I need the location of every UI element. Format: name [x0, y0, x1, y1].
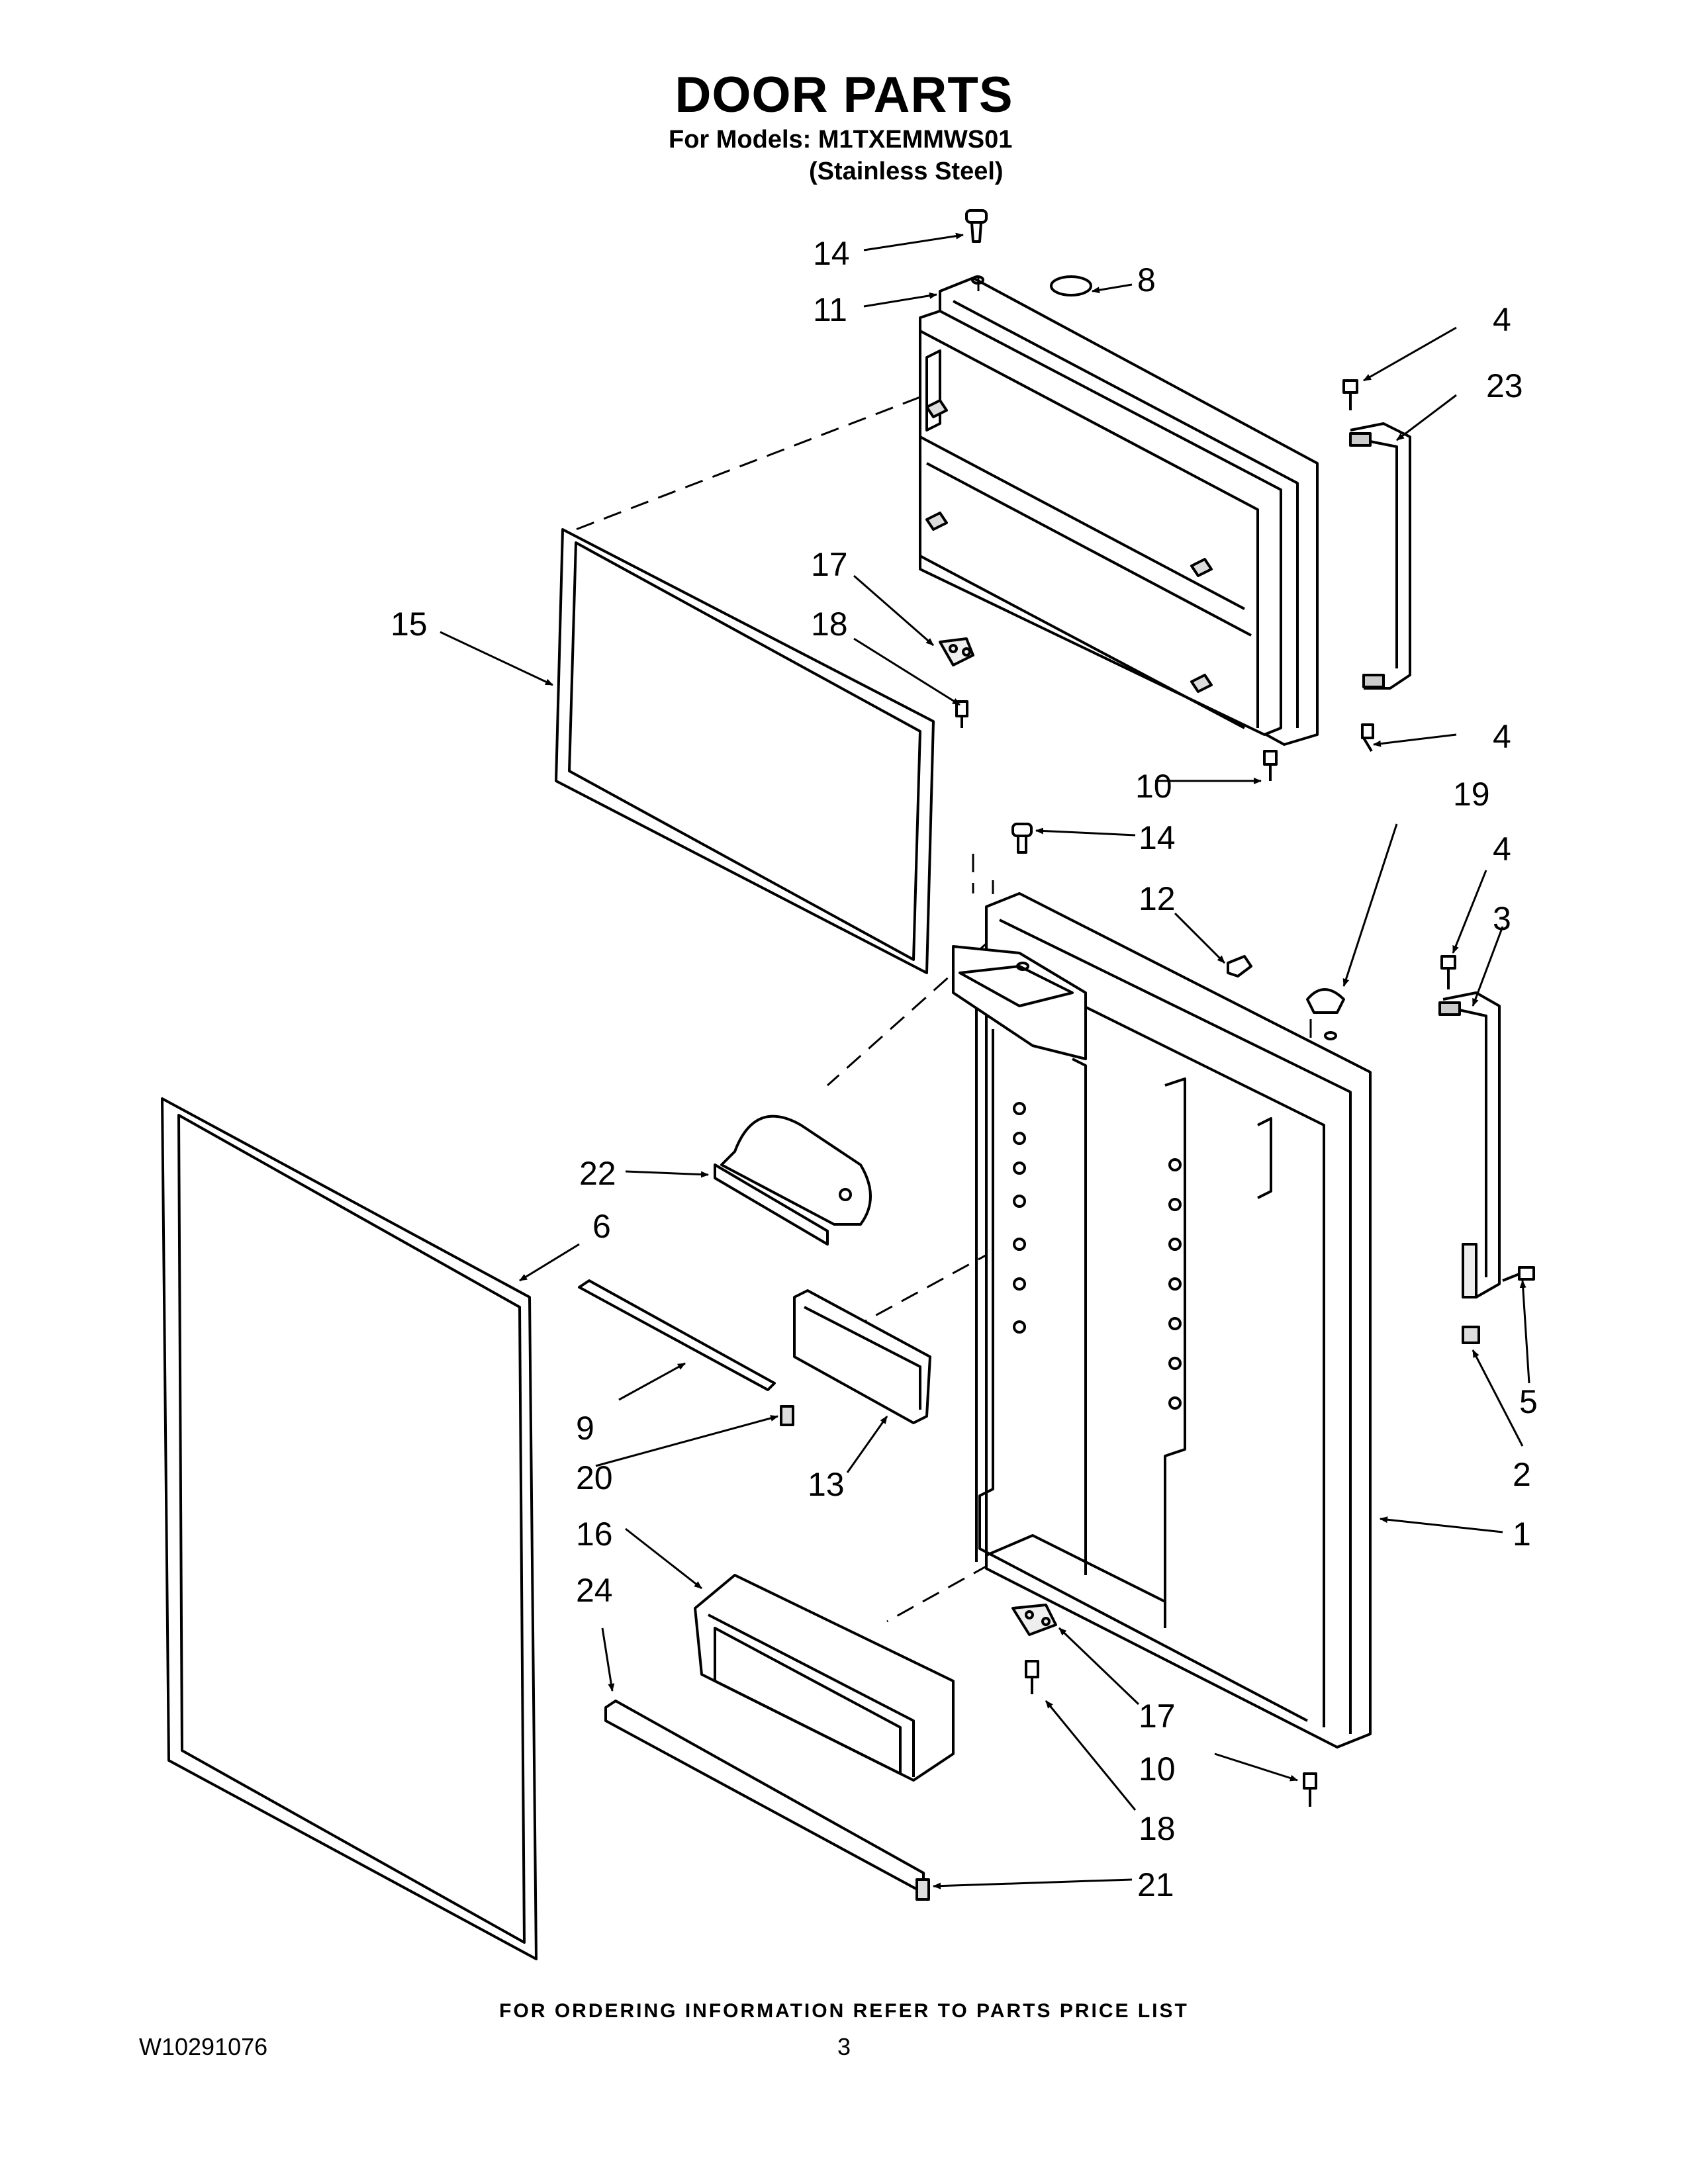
document-number: W10291076 [139, 2033, 268, 2060]
screw-part-5 [1502, 1266, 1535, 1282]
callout-16: 16 [576, 1516, 613, 1553]
callout-9: 9 [576, 1410, 594, 1447]
hinge-part-17b [1011, 1604, 1057, 1636]
screw-18a [955, 700, 968, 728]
screw-4c [1440, 955, 1456, 989]
callout-2: 2 [1513, 1456, 1531, 1493]
callout-3: 3 [1493, 900, 1511, 937]
callout-4c: 4 [1493, 831, 1511, 868]
models-line: For Models: M1TXEMMWS01 [669, 126, 1013, 154]
door-bin-part-16 [694, 1574, 955, 1782]
cap-part-14b [1011, 823, 1033, 854]
callout-18b: 18 [1139, 1810, 1176, 1847]
clip-part-21 [915, 1878, 930, 1901]
callout-14a: 14 [813, 235, 850, 272]
callout-1: 1 [1513, 1516, 1531, 1553]
finish-line: (Stainless Steel) [809, 158, 1004, 185]
callout-17a: 17 [811, 546, 848, 583]
callout-12: 12 [1139, 880, 1176, 917]
freezer-handle-part-23 [1349, 422, 1411, 690]
screw-18b [1025, 1660, 1039, 1694]
screw-10a [1263, 750, 1278, 781]
block-part-2 [1462, 1326, 1480, 1344]
clip-part-20 [780, 1405, 794, 1426]
fresh-food-gasket-part-6 [161, 1097, 538, 1960]
callout-19: 19 [1453, 776, 1490, 813]
callout-13: 13 [808, 1466, 845, 1503]
trim-part-9 [578, 1279, 776, 1391]
door-rail-part-13 [793, 1289, 931, 1424]
fresh-food-door-part-1 [952, 892, 1372, 1749]
callout-8: 8 [1137, 261, 1156, 298]
page-title: DOOR PARTS [675, 67, 1013, 123]
freezer-gasket-part-15 [555, 528, 935, 974]
callout-24: 24 [576, 1572, 613, 1609]
callout-6: 6 [592, 1208, 611, 1245]
dairy-door-part-22 [714, 1115, 872, 1246]
callout-4a: 4 [1493, 301, 1511, 338]
screw-10b [1303, 1772, 1317, 1807]
callout-21: 21 [1137, 1866, 1174, 1903]
dash-line-1 [575, 396, 921, 531]
callout-10a: 10 [1135, 768, 1172, 805]
callout-5: 5 [1519, 1383, 1538, 1420]
callout-18a: 18 [811, 606, 848, 643]
callout-11: 11 [813, 291, 847, 328]
callout-17b: 17 [1139, 1698, 1176, 1735]
callout-15: 15 [391, 606, 428, 643]
callout-20: 20 [576, 1459, 613, 1496]
plug-part-19 [1306, 988, 1345, 1014]
freezer-door-part-11 [919, 275, 1319, 746]
fresh-food-handle-part-3 [1438, 991, 1501, 1298]
screw-4b [1361, 723, 1374, 752]
cap-part-14a [965, 209, 988, 243]
screw-4a [1342, 379, 1358, 410]
callout-14b: 14 [1139, 819, 1176, 856]
page-number: 3 [837, 2033, 851, 2060]
ordering-note: FOR ORDERING INFORMATION REFER TO PARTS … [499, 2000, 1189, 2022]
dash-line-2 [827, 919, 1013, 1087]
callout-23: 23 [1486, 367, 1523, 404]
hinge-part-17a [939, 637, 974, 666]
spacer-part-12 [1227, 955, 1252, 978]
callout-22: 22 [579, 1155, 616, 1192]
callout-4b: 4 [1493, 718, 1511, 755]
callout-10b: 10 [1139, 1751, 1176, 1788]
